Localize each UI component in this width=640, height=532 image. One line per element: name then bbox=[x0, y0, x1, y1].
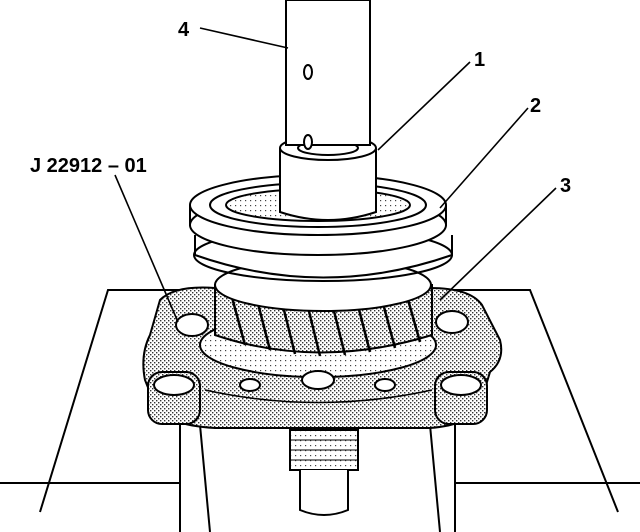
callout-4: 4 bbox=[178, 19, 190, 41]
callout-3: 3 bbox=[560, 175, 571, 197]
callout-1: 1 bbox=[474, 49, 485, 71]
shaft-stub bbox=[289, 429, 359, 516]
press-ram bbox=[285, 0, 371, 150]
callout-tool-number: J 22912 – 01 bbox=[30, 155, 147, 177]
leader-lines bbox=[114, 27, 557, 323]
collar bbox=[279, 135, 377, 221]
callout-2: 2 bbox=[530, 95, 541, 117]
